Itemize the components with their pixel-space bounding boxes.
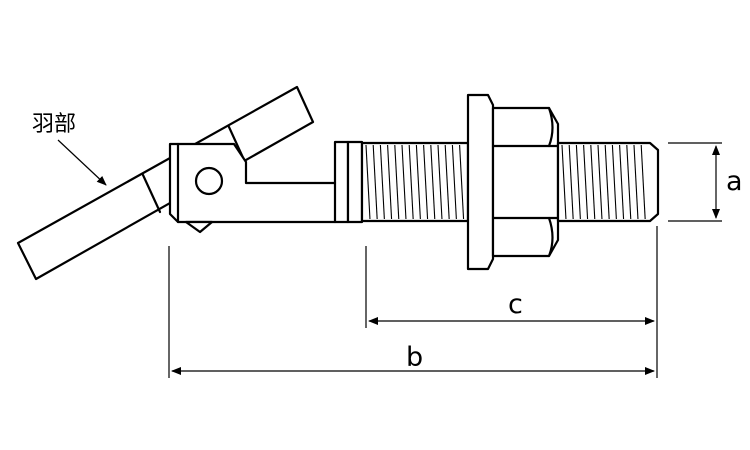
hex-nut (491, 106, 560, 258)
bolt-shank (346, 140, 364, 224)
thread-crest (401, 144, 407, 220)
thread-crest (430, 144, 436, 220)
thread-left (360, 141, 470, 223)
dimension-c-label: c (508, 289, 523, 320)
thread-crest (619, 144, 625, 220)
thread-crest (415, 144, 421, 220)
thread-crest (597, 144, 603, 220)
dimension-b: b (168, 246, 655, 378)
thread-crest (633, 144, 639, 220)
thread-crest (379, 144, 385, 220)
thread-crest (423, 144, 429, 220)
thread-crest (437, 144, 443, 220)
dimension-a: a (668, 142, 743, 222)
wing-callout: 羽部 (32, 112, 107, 186)
dimension-b-label: b (406, 342, 423, 373)
thread-crest (626, 144, 632, 220)
thread-crest (372, 144, 378, 220)
dimension-c: c (365, 226, 658, 378)
thread-crest (444, 144, 450, 220)
thread-right (556, 141, 660, 223)
thread-crest (604, 144, 610, 220)
thread-crest (394, 144, 400, 220)
thread-crest (611, 144, 617, 220)
dimension-a-label: a (726, 166, 743, 197)
washer (466, 93, 495, 271)
thread-crest (583, 144, 589, 220)
thread-crest (365, 144, 371, 220)
thread-crest (561, 144, 567, 220)
wing-part-label: 羽部 (32, 112, 76, 137)
thread-crest (575, 144, 581, 220)
toggle-head (168, 140, 350, 234)
thread-crest (451, 144, 457, 220)
thread-crest (459, 144, 465, 220)
thread-crest (640, 144, 646, 220)
thread-crest (590, 144, 596, 220)
thread-crest (387, 144, 393, 220)
pivot-hole (194, 166, 224, 196)
wing-plate (16, 85, 315, 281)
thread-crest (568, 144, 574, 220)
thread-crest (408, 144, 414, 220)
